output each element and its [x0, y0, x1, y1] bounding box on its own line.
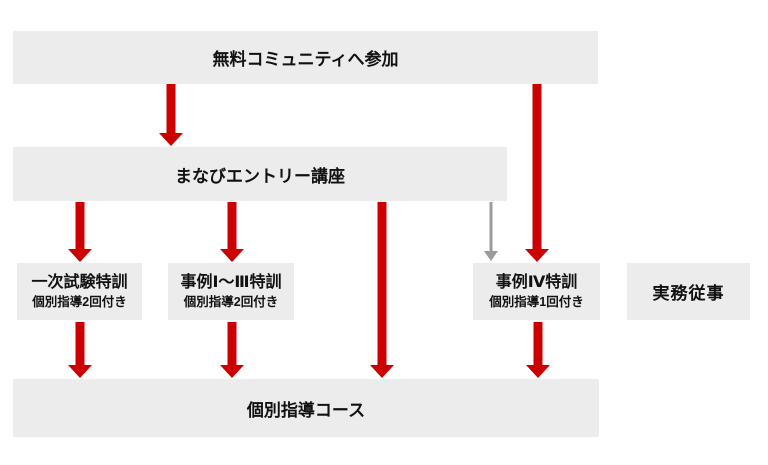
arrow-shaft: [75, 322, 85, 366]
community-bar: 無料コミュニティへ参加: [13, 31, 598, 84]
entry-course-label: まなびエントリー講座: [175, 166, 345, 186]
training-title: 一次試験特訓: [31, 273, 128, 291]
arrow-entry-to-first-exam-icon: [68, 202, 92, 262]
arrow-head: [525, 249, 549, 262]
training-subtitle: 個別指導2回付き: [183, 294, 279, 309]
arrow-shaft: [227, 322, 237, 366]
arrow-case1-3-to-individual-icon: [220, 322, 244, 378]
arrow-shaft: [533, 322, 543, 366]
arrow-head: [159, 133, 183, 146]
arrow-community-to-case4-icon: [525, 84, 549, 262]
individual-course-label: 個別指導コース: [246, 400, 366, 420]
arrow-head: [484, 251, 498, 261]
practical-work-box: 実務従事: [627, 263, 750, 320]
arrow-case4-to-individual-icon: [526, 322, 550, 378]
arrow-shaft: [377, 202, 387, 366]
training-subtitle: 個別指導1回付き: [489, 294, 584, 309]
arrow-head: [526, 365, 550, 378]
arrow-shaft: [532, 84, 542, 250]
arrow-first-exam-to-individual-icon: [68, 322, 92, 378]
arrow-shaft: [227, 202, 237, 250]
training-title: 事例Ⅳ特訓: [495, 273, 578, 291]
training-title: 事例Ⅰ〜Ⅲ特訓: [180, 273, 282, 291]
arrow-shaft: [75, 202, 85, 250]
arrow-head: [220, 365, 244, 378]
arrow-head: [370, 365, 394, 378]
arrow-shaft: [166, 84, 176, 134]
arrow-head: [68, 365, 92, 378]
arrow-entry-to-individual-icon: [370, 202, 394, 378]
practical-work-label: 実務従事: [652, 284, 725, 303]
entry-course-bar: まなびエントリー講座: [13, 147, 507, 201]
community-label: 無料コミュニティへ参加: [212, 50, 399, 69]
training-box-case4: 事例Ⅳ特訓 個別指導1回付き: [473, 263, 600, 320]
arrow-community-to-entry-icon: [159, 84, 183, 146]
arrow-entry-to-case4-gray-icon: [483, 202, 499, 261]
arrow-entry-to-case1-3-icon: [220, 202, 244, 262]
arrow-shaft: [489, 202, 493, 252]
individual-course-bar: 個別指導コース: [13, 379, 599, 437]
training-subtitle: 個別指導2回付き: [32, 294, 127, 309]
training-box-first-exam: 一次試験特訓 個別指導2回付き: [17, 263, 142, 320]
arrow-head: [220, 249, 244, 262]
training-box-case1-3: 事例Ⅰ〜Ⅲ特訓 個別指導2回付き: [168, 263, 294, 320]
arrow-head: [68, 249, 92, 262]
